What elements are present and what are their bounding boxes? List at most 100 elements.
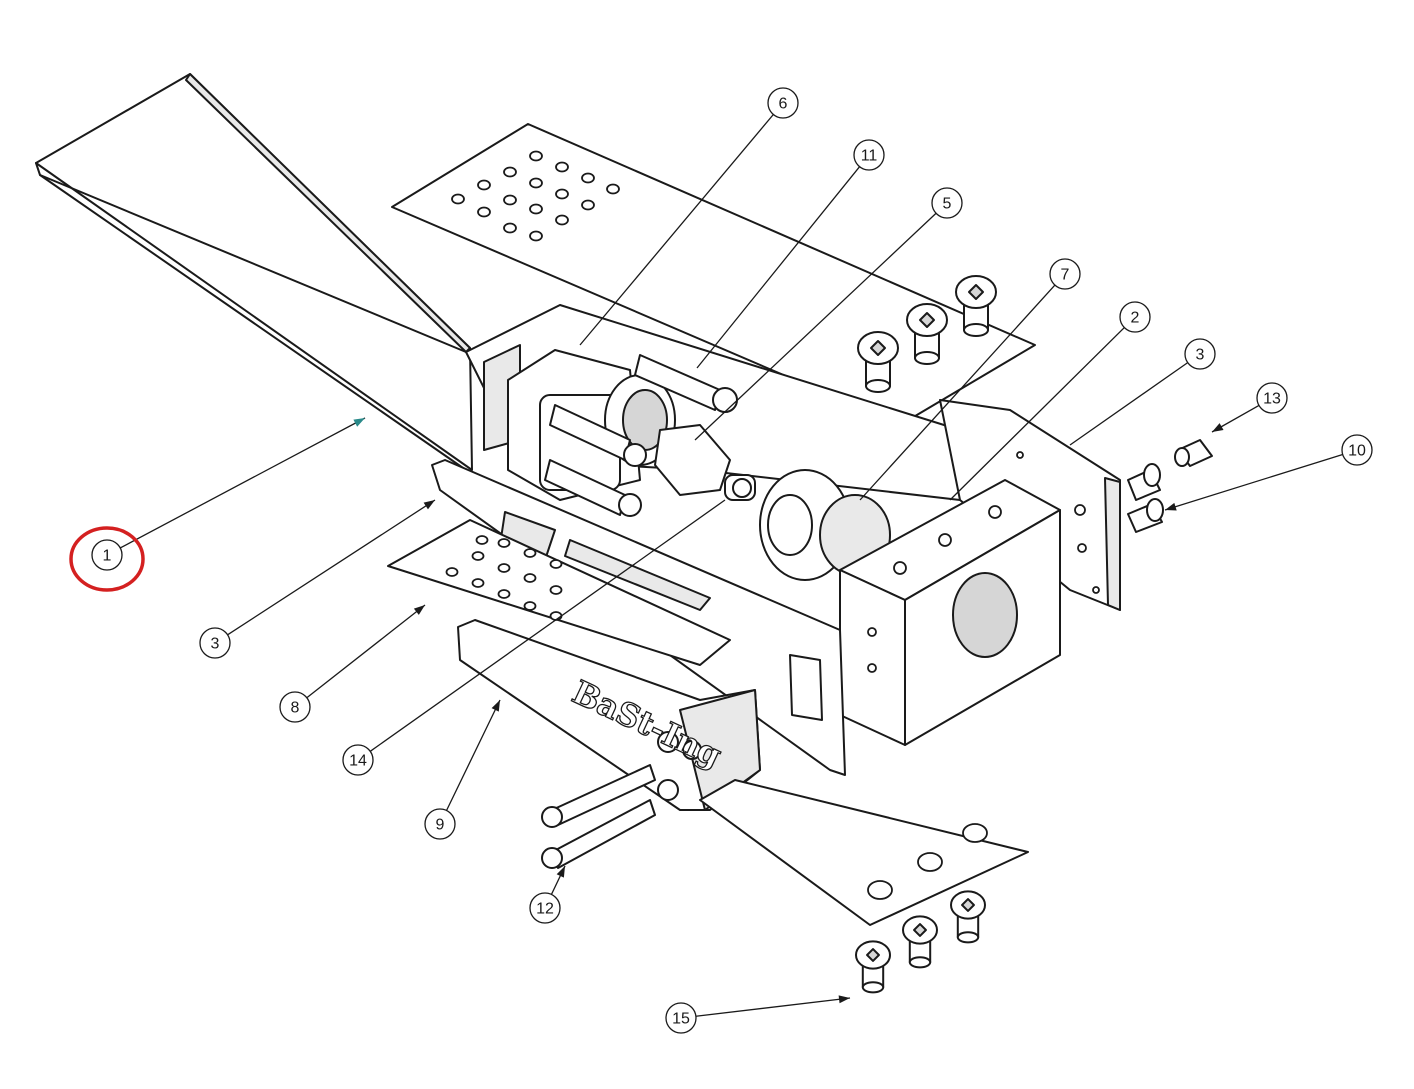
button-head-screw [906,303,948,365]
plate-hole [475,535,489,545]
balloon-part-12: 12 [529,892,561,924]
balloon-label: 6 [779,96,788,113]
leader-arrowhead [838,995,850,1004]
bottom-base-plate [699,779,1029,926]
balloon-label: 9 [436,817,445,834]
balloon-callouts: 1 6 11 5 7 2 3 13 10 3 8 14 9 12 15 [91,87,1373,1034]
leader-line-part-7 [859,284,1056,501]
balloon-label: 12 [536,901,554,918]
plate-hole [555,188,569,200]
leader-arrowhead [1165,502,1177,511]
plate-hole [497,589,511,599]
bearing-block-part-2 [839,479,1061,746]
balloon-part-14: 14 [342,744,374,776]
plate-hole [477,179,491,191]
button-head-screws-part-15 [855,890,986,994]
leader-arrowhead [353,418,365,427]
balloon-label: 11 [861,148,878,165]
plate-hole [581,172,595,184]
balloon-part-5: 5 [931,187,963,219]
balloon-part-15: 15 [665,1002,697,1034]
plate-hole [503,222,517,234]
plate-hole [549,585,563,595]
fittings-part-13-and-10 [1127,439,1213,533]
plate-hole [523,548,537,558]
wedge-plate-part-1 [35,73,473,471]
plate-hole [529,203,543,215]
balloon-label: 3 [1196,347,1205,364]
balloon-part-6: 6 [767,87,799,119]
leader-line-part-3-left [227,499,436,636]
leader-arrowhead [1212,423,1224,432]
balloon-part-11: 11 [853,139,885,171]
leader-arrowhead [556,866,565,878]
leader-line-part-15 [695,997,851,1017]
button-head-screw [950,890,986,944]
leader-line-part-11 [696,166,861,369]
balloon-label: 1 [103,548,112,565]
balloon-label: 5 [943,196,952,213]
leader-line-part-6 [579,114,774,346]
button-head-screw [857,331,899,393]
button-head-screw [855,940,891,994]
plate-hole [471,551,485,561]
balloon-part-9: 9 [424,808,456,840]
hex-adapter-part-5 [654,424,756,501]
plate-hole [497,563,511,573]
plate-hole [471,578,485,588]
leader-arrowhead [423,500,435,510]
balloon-label: 15 [672,1011,690,1028]
balloon-part-8: 8 [279,691,311,723]
button-head-screws-top [857,275,997,393]
leader-line-part-10 [1164,453,1343,511]
balloon-label: 13 [1263,391,1281,408]
balloon-part-3-right: 3 [1184,338,1216,370]
leader-line-part-9 [445,699,501,811]
balloon-part-10: 10 [1341,434,1373,466]
leader-arrowhead [491,700,500,712]
balloon-label: 3 [211,636,220,653]
balloon-part-1: 1 [91,539,123,571]
plate-hole [503,194,517,206]
leader-line-part-8 [306,604,426,699]
plate-hole [555,161,569,173]
plate-hole [606,183,620,195]
highlight-ring [69,526,145,592]
plate-hole [529,177,543,189]
balloon-part-2: 2 [1119,301,1151,333]
balloon-part-13: 13 [1256,382,1288,414]
plate-hole [477,206,491,218]
plate-hole [529,150,543,162]
balloon-label: 2 [1131,310,1140,327]
plate-hole [549,559,563,569]
plate-hole [529,230,543,242]
leader-line-part-5 [694,212,937,441]
leader-line-part-1 [119,417,366,549]
plate-hole [451,193,465,205]
leader-line-part-14 [369,499,726,752]
plate-hole [581,199,595,211]
balloon-part-7: 7 [1049,258,1081,290]
leader-lines [119,114,1343,1017]
leader-arrowhead [413,605,425,615]
plate-hole [555,214,569,226]
balloon-label: 14 [349,753,367,770]
lower-perforated-plate-part-8 [387,519,731,666]
long-bolts-part-11 [544,354,738,517]
plate-hole [445,567,459,577]
plate-hole [549,611,563,621]
balloon-part-3-left: 3 [199,627,231,659]
plate-hole [503,166,517,178]
balloon-label: 10 [1348,443,1366,460]
button-head-screw [902,915,938,969]
socket-screws-part-12 [541,764,656,869]
plate-hole [497,538,511,548]
leader-line-part-3-right [1069,362,1189,446]
plate-hole [523,573,537,583]
balloon-label: 7 [1061,267,1070,284]
button-head-screw [955,275,997,337]
leader-line-part-2 [949,327,1125,501]
balloon-label: 8 [291,700,300,717]
plate-hole [523,601,537,611]
